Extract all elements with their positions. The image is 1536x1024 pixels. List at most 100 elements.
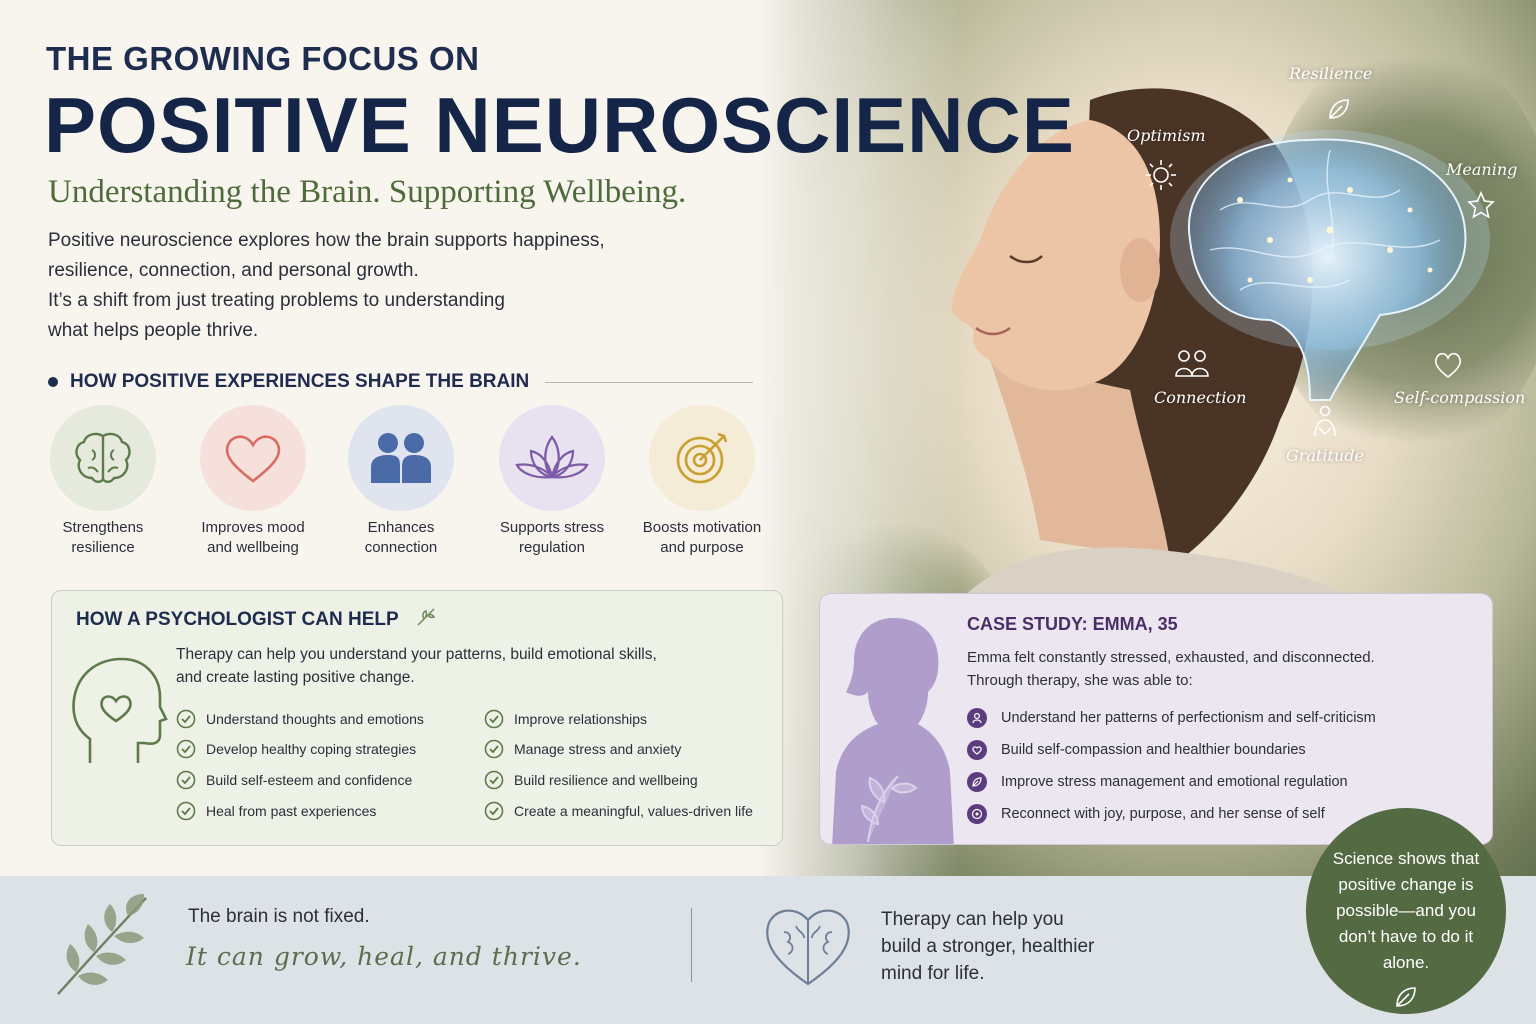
glowing-brain-illustration	[1170, 130, 1490, 401]
psychologist-card: HOW A PSYCHOLOGIST CAN HELP Therapy can …	[51, 590, 783, 846]
heart-hands-icon	[972, 746, 982, 755]
benefit-item: Improves mood and wellbeing	[178, 405, 328, 558]
footer-script-statement: It can grow, heal, and thrive.	[186, 942, 582, 971]
list-item-text: Understand her patterns of perfectionism…	[1001, 710, 1376, 726]
case-item-marker	[967, 772, 987, 792]
brain-label-meaning: Meaning	[1446, 160, 1518, 179]
kicker-heading: THE GROWING FOCUS ON	[46, 40, 480, 77]
footer-message-line: build a stronger, healthier	[881, 936, 1095, 957]
science-badge: Science shows that positive change is po…	[1306, 808, 1506, 1014]
case-item-marker	[967, 708, 987, 728]
woman-silhouette-illustration	[832, 618, 954, 844]
head-heart-icon	[72, 657, 168, 763]
list-item-text: Manage stress and anxiety	[514, 741, 682, 757]
intro-text-line: resilience, connection, and personal gro…	[48, 260, 419, 281]
heart-icon	[225, 435, 281, 483]
list-item-text: Build self-esteem and confidence	[206, 772, 413, 788]
description-line: Emma felt constantly stressed, exhausted…	[967, 649, 1375, 666]
benefit-icon-circle	[50, 405, 156, 511]
brain-label-connection: Connection	[1154, 388, 1247, 407]
check-circle-icon	[484, 770, 504, 790]
list-item-text: Improve stress management and emotional …	[1001, 774, 1348, 790]
people-icon	[371, 433, 431, 483]
benefit-icon-circle	[200, 405, 306, 511]
list-item: Improve stress management and emotional …	[967, 772, 1348, 792]
benefit-label: regulation	[519, 539, 585, 556]
leaf-icon	[972, 777, 982, 787]
case-item-marker	[967, 740, 987, 760]
lotus-icon	[515, 435, 589, 479]
list-item: Manage stress and anxiety	[484, 739, 681, 759]
description-line: Through therapy, she was able to:	[967, 672, 1193, 689]
footer-therapy-message: Therapy can help you build a stronger, h…	[881, 906, 1141, 987]
list-item-text: Build self-compassion and healthier boun…	[1001, 742, 1306, 758]
list-item: Build resilience and wellbeing	[484, 770, 698, 790]
check-circle-icon	[484, 801, 504, 821]
compass-icon	[971, 808, 983, 820]
list-item: Improve relationships	[484, 709, 647, 729]
list-item: Reconnect with joy, purpose, and her sen…	[967, 804, 1325, 824]
list-item: Understand her patterns of perfectionism…	[967, 708, 1376, 728]
list-item-text: Reconnect with joy, purpose, and her sen…	[1001, 806, 1325, 822]
leaf-icon	[1329, 99, 1349, 119]
benefit-item: Supports stress regulation	[477, 405, 627, 558]
check-circle-icon	[484, 709, 504, 729]
heart-outline-icon	[1434, 352, 1462, 379]
benefit-label: Supports stress	[499, 519, 605, 536]
list-item: Create a meaningful, values-driven life	[484, 801, 753, 821]
check-circle-icon	[176, 770, 196, 790]
heart-brain-icon	[766, 909, 850, 986]
description-line: and create lasting positive change.	[176, 669, 415, 686]
brain-label-optimism: Optimism	[1127, 126, 1206, 145]
page-title: POSITIVE NEUROSCIENCE	[44, 81, 1075, 169]
benefit-icon-circle	[649, 405, 755, 511]
check-circle-icon	[176, 801, 196, 821]
psychologist-card-description: Therapy can help you understand your pat…	[176, 643, 696, 689]
page-subtitle: Understanding the Brain. Supporting Well…	[48, 174, 687, 210]
intro-text-line: Positive neuroscience explores how the b…	[48, 230, 605, 251]
list-item: Build self-esteem and confidence	[176, 770, 412, 790]
person-icon	[972, 712, 982, 724]
benefit-label: Improves mood	[201, 519, 305, 536]
gratitude-hands-icon	[1314, 405, 1336, 437]
check-circle-icon	[176, 739, 196, 759]
list-item: Develop healthy coping strategies	[176, 739, 416, 759]
benefit-label: Strengthens	[62, 519, 144, 536]
benefit-label: connection	[364, 539, 438, 556]
list-item-text: Heal from past experiences	[206, 803, 377, 819]
footer-band: The brain is not fixed. It can grow, hea…	[0, 876, 1536, 1024]
list-item: Build self-compassion and healthier boun…	[967, 740, 1306, 760]
benefit-label: and purpose	[660, 539, 744, 556]
benefit-icon-circle	[348, 405, 454, 511]
section-heading: HOW POSITIVE EXPERIENCES SHAPE THE BRAIN	[70, 371, 530, 392]
list-item-text: Create a meaningful, values-driven life	[514, 803, 753, 819]
sun-icon	[1146, 160, 1176, 190]
benefit-label: Boosts motivation	[642, 519, 762, 536]
case-study-card: CASE STUDY: EMMA, 35 Emma felt constantl…	[819, 593, 1493, 845]
benefit-item: Boosts motivation and purpose	[627, 405, 777, 558]
case-item-marker	[967, 804, 987, 824]
case-study-title: CASE STUDY: EMMA, 35	[967, 614, 1178, 634]
leaf-icon	[1396, 987, 1416, 1007]
list-item-text: Understand thoughts and emotions	[206, 711, 424, 727]
description-line: Therapy can help you understand your pat…	[176, 646, 657, 663]
target-icon	[676, 432, 728, 484]
list-item-text: Develop healthy coping strategies	[206, 741, 417, 757]
footer-divider	[691, 908, 692, 982]
section-rule	[545, 382, 753, 383]
psychologist-card-title: HOW A PSYCHOLOGIST CAN HELP	[76, 609, 399, 630]
brain-label-gratitude: Gratitude	[1286, 446, 1364, 465]
brain-icon	[75, 432, 131, 483]
benefit-label: and wellbeing	[207, 539, 299, 556]
list-item-text: Build resilience and wellbeing	[514, 772, 698, 788]
star-icon	[1467, 191, 1495, 219]
footer-statement: The brain is not fixed.	[188, 906, 370, 927]
list-item: Understand thoughts and emotions	[176, 709, 424, 729]
check-circle-icon	[176, 709, 196, 729]
benefit-icon-circle	[499, 405, 605, 511]
sprig-icon	[417, 608, 436, 626]
list-item-text: Improve relationships	[514, 711, 648, 727]
footer-message-line: Therapy can help you	[881, 909, 1064, 930]
